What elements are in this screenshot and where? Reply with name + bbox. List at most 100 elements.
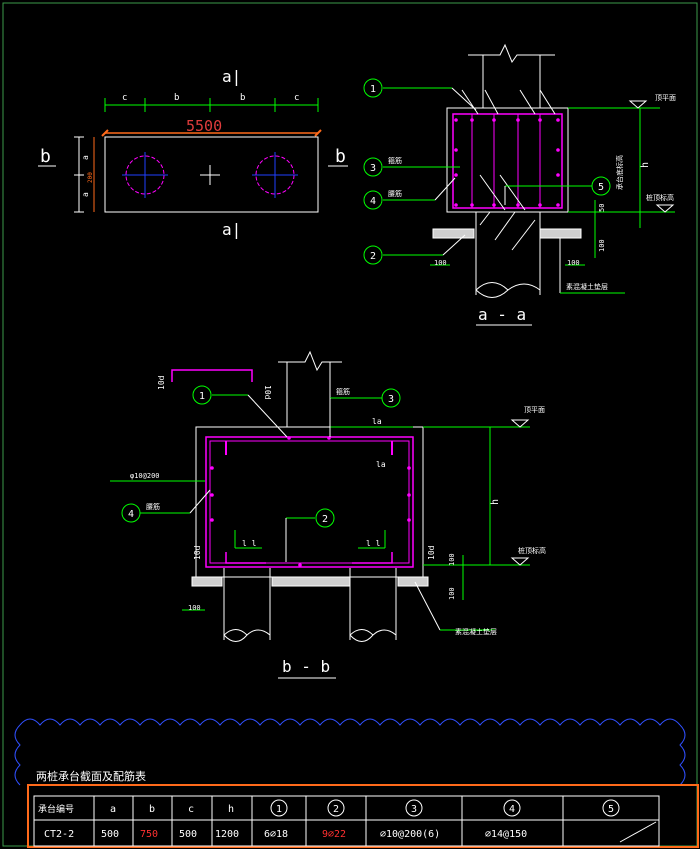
aa-dim-50: 50 — [598, 204, 606, 212]
svg-text:3: 3 — [411, 804, 417, 815]
table-header-1: 1 — [270, 799, 288, 817]
aa-rebar-cage — [452, 113, 563, 209]
bb-10d-top: 10d — [157, 375, 166, 390]
table-header-id: 承台编号 — [38, 803, 74, 815]
section-bb: l l l l 10d 10d 顶平面 桩顶标高 h 100 100 la la — [110, 350, 546, 679]
bb-la-mid: la — [376, 460, 386, 469]
aa-h: h — [640, 162, 651, 168]
plan-section-a-bottom: a| — [222, 220, 241, 239]
svg-text:3: 3 — [388, 394, 394, 405]
bb-callout-2: 2 — [315, 508, 335, 528]
bb-title: b - b — [282, 657, 330, 676]
plan-total-length: 5500 — [186, 117, 222, 135]
svg-text:2: 2 — [333, 804, 339, 815]
bb-side-bar-label: 腰筋 — [146, 502, 160, 511]
rebar-table: 两桩承台截面及配筋表 承台编号 a b c h 1 2 3 4 5 CT2-2 — [14, 718, 699, 848]
svg-text:3: 3 — [370, 163, 376, 174]
plan-dim-b-left: b — [174, 93, 179, 103]
svg-text:4: 4 — [128, 509, 134, 520]
aa-dim-100-left: 100 — [434, 259, 447, 267]
bb-callout-4: 4 — [121, 503, 141, 523]
svg-text:2: 2 — [322, 514, 328, 525]
table-cell-2: 9⌀22 — [322, 829, 346, 840]
bb-la-top: la — [372, 417, 382, 426]
svg-text:1: 1 — [370, 84, 376, 95]
bb-bottom-level: 桩顶标高 — [518, 546, 546, 555]
svg-text:4: 4 — [370, 196, 376, 207]
table-cell-3: ⌀10@200(6) — [380, 829, 440, 840]
plan-section-b-left: b — [40, 146, 51, 167]
table-cell-4: ⌀14@150 — [485, 829, 527, 840]
plan-dim-side: 200 — [87, 172, 94, 183]
plan-dim-c-right: c — [294, 93, 299, 103]
svg-text:4: 4 — [509, 804, 515, 815]
bb-cushion-label: 素混凝土垫层 — [455, 627, 497, 636]
bb-dim-100-left: 100 — [188, 604, 201, 612]
svg-text:2: 2 — [370, 251, 376, 262]
table-title: 两桩承台截面及配筋表 — [36, 769, 146, 783]
table-cell-h: 1200 — [215, 829, 239, 840]
aa-callout-2: 2 — [363, 245, 383, 265]
aa-cushion-left — [432, 228, 475, 239]
bb-top-level: 顶平面 — [524, 406, 545, 414]
table-header-2: 2 — [327, 799, 345, 817]
bb-callout-3: 3 — [381, 388, 401, 408]
table-header-h: h — [228, 804, 234, 815]
table-cell-c: 500 — [179, 829, 197, 840]
table-cell-b: 750 — [140, 829, 158, 840]
plan-section-b-right: b — [335, 146, 346, 167]
table-cell-id: CT2-2 — [44, 829, 74, 840]
bb-rebar-cage — [205, 436, 414, 568]
plan-dim-a-bottom: a — [81, 192, 90, 197]
aa-callout-4: 4 — [363, 190, 383, 210]
plan-view: a| a| b b c b b c 5500 a a 200 — [38, 67, 348, 239]
bb-10d-left: 10d — [193, 545, 202, 560]
revision-cloud — [19, 718, 681, 726]
plan-dim-c-left: c — [122, 93, 127, 103]
bb-10d-right: 10d — [263, 385, 272, 400]
table-highlight — [27, 784, 699, 848]
bb-cushion — [271, 576, 351, 587]
bb-10d-bottom: 10d — [427, 545, 436, 560]
aa-dim-100-right: 100 — [567, 259, 580, 267]
bb-dim-100-v2: 100 — [448, 587, 456, 600]
table-cell-a: 500 — [101, 829, 119, 840]
section-aa: 顶平面 桩顶标高 h 承台底标高 50 100 100 100 箍筋 腰筋 素混… — [363, 43, 676, 326]
table-header-a: a — [110, 804, 116, 815]
table-cell-1: 6⌀18 — [264, 829, 288, 840]
svg-text:5: 5 — [598, 182, 604, 193]
bb-ll-right: l l — [366, 539, 381, 548]
aa-stirrup-label: 箍筋 — [388, 156, 402, 165]
aa-cushion-label: 素混凝土垫层 — [566, 282, 608, 291]
bb-dim-100-v1: 100 — [448, 553, 456, 566]
aa-cap-outline — [446, 107, 569, 213]
bb-spacing: φ10@200 — [130, 472, 160, 480]
table-header-c: c — [188, 804, 194, 815]
bb-callout-1: 1 — [192, 385, 212, 405]
bb-ll-left: l l — [242, 539, 257, 548]
table-header-5: 5 — [602, 799, 620, 817]
table-header-3: 3 — [405, 799, 423, 817]
svg-text:5: 5 — [608, 804, 614, 815]
plan-cap-outline — [104, 136, 319, 213]
aa-side-bar-label: 腰筋 — [388, 189, 402, 198]
table-header-b: b — [149, 804, 155, 815]
aa-cap-bottom: 承台底标高 — [615, 155, 624, 190]
aa-cushion-right — [539, 228, 582, 239]
aa-callout-5: 5 — [591, 176, 611, 196]
aa-callout-3: 3 — [363, 157, 383, 177]
aa-dim-100-v: 100 — [598, 239, 606, 252]
svg-text:1: 1 — [276, 804, 282, 815]
bb-h: h — [490, 499, 501, 505]
aa-top-level: 顶平面 — [655, 94, 676, 102]
plan-dim-a-top: a — [81, 155, 90, 160]
aa-bottom-level: 桩顶标高 — [646, 193, 674, 202]
aa-callout-1: 1 — [363, 78, 383, 98]
plan-section-a-top: a| — [222, 67, 241, 86]
bb-cap-outline — [195, 426, 424, 578]
aa-title: a - a — [478, 305, 526, 324]
table-header-4: 4 — [503, 799, 521, 817]
svg-text:1: 1 — [199, 391, 205, 402]
bb-stirrup-label: 箍筋 — [336, 387, 350, 396]
